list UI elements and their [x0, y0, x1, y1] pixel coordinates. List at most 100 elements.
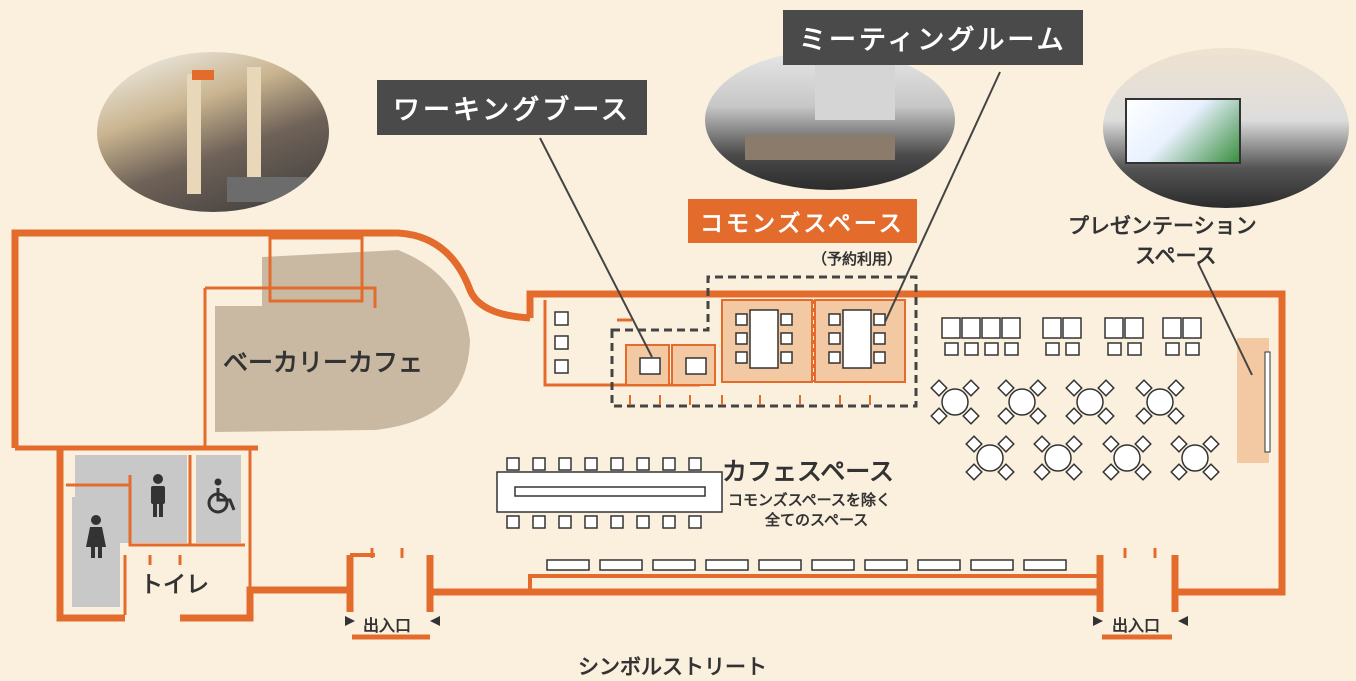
meeting-table	[749, 309, 779, 369]
long-table-chair	[688, 515, 702, 529]
round-table-chair	[962, 407, 980, 425]
long-table-chair	[558, 515, 572, 529]
leader-working-booth	[539, 137, 653, 358]
round-table-chair	[1102, 435, 1120, 453]
round-table-chair	[1135, 407, 1153, 425]
meeting-chair	[828, 332, 841, 345]
counter-seat	[811, 559, 855, 571]
male-toilet-icon	[151, 474, 165, 517]
chair	[1004, 342, 1019, 356]
round-table-chair	[1170, 463, 1188, 481]
chair	[984, 342, 999, 356]
toilet-label: トイレ	[136, 565, 213, 599]
presentation-photo	[1103, 48, 1349, 208]
long-table-chair	[610, 457, 624, 471]
round-table-chair	[1065, 379, 1083, 397]
long-table-chair	[532, 457, 546, 471]
counter-seat	[705, 559, 749, 571]
chair	[1185, 342, 1200, 356]
round-table-chair	[997, 463, 1015, 481]
round-table	[1113, 444, 1141, 472]
toilet-wall	[56, 448, 125, 622]
long-table-chair	[558, 457, 572, 471]
presentation-label-line2: スペース	[1135, 244, 1217, 268]
counter-seat	[1023, 559, 1067, 571]
round-table-chair	[1097, 407, 1115, 425]
commons-space-label: コモンズスペース	[688, 199, 917, 243]
round-table	[1008, 388, 1036, 416]
left-building-wall	[11, 229, 531, 448]
counter-seat	[546, 559, 590, 571]
chair	[964, 342, 979, 356]
presentation-label-line1: プレゼンテーション	[1068, 214, 1257, 238]
round-table	[1076, 388, 1104, 416]
meeting-chair	[780, 332, 793, 345]
table	[1062, 317, 1082, 339]
female-toilet-icon	[86, 515, 106, 558]
street-label: シンボルストリート	[578, 655, 767, 679]
table	[1042, 317, 1062, 339]
leader-meeting-room	[884, 71, 1001, 323]
working-booth-label: ワーキングブース	[377, 80, 647, 135]
round-table-chair	[1102, 463, 1120, 481]
counter-seat	[758, 559, 802, 571]
round-table-chair	[1065, 463, 1083, 481]
long-table-chair	[584, 515, 598, 529]
counter-seat	[970, 559, 1014, 571]
cafe-note-line1: コモンズスペースを除く	[728, 491, 891, 509]
round-table-chair	[930, 407, 948, 425]
round-table-chair	[1065, 407, 1083, 425]
round-table	[941, 388, 969, 416]
long-table-chair	[532, 515, 546, 529]
round-table-chair	[997, 407, 1015, 425]
bakery-inner-box	[268, 236, 364, 303]
round-table-chair	[1097, 379, 1115, 397]
round-table-chair	[1202, 463, 1220, 481]
counter-seat	[599, 559, 643, 571]
commons-boundary	[610, 275, 918, 408]
long-table-chair	[506, 457, 520, 471]
cafe-space-label: カフェスペース	[722, 457, 895, 486]
counter-seat	[652, 559, 696, 571]
bakery-cafe-area	[215, 250, 470, 432]
table	[961, 317, 981, 339]
table	[1001, 317, 1021, 339]
meeting-chair	[828, 313, 841, 326]
meeting-chair	[735, 332, 748, 345]
chair	[1165, 342, 1180, 356]
chair	[944, 342, 959, 356]
long-table-chair	[506, 515, 520, 529]
round-table-chair	[962, 379, 980, 397]
round-table-chair	[1033, 463, 1051, 481]
round-table-chair	[997, 379, 1015, 397]
chair	[1107, 342, 1122, 356]
meeting-chair	[735, 313, 748, 326]
leader-presentation	[1197, 262, 1253, 376]
long-table-chair	[688, 457, 702, 471]
long-table-chair	[636, 457, 650, 471]
counter-seat	[917, 559, 961, 571]
meeting-chair	[828, 351, 841, 364]
cafe-note-line2: 全てのスペース	[765, 511, 869, 529]
round-table-chair	[1167, 407, 1185, 425]
meeting-chair	[873, 351, 886, 364]
round-table	[976, 444, 1004, 472]
meeting-chair	[873, 332, 886, 345]
main-hall-wall	[526, 290, 1286, 596]
round-table-chair	[1170, 435, 1188, 453]
table	[941, 317, 961, 339]
long-table-chair	[662, 515, 676, 529]
long-table-chair	[636, 515, 650, 529]
meeting-chair	[873, 313, 886, 326]
wheelchair-icon	[207, 478, 236, 514]
round-table-chair	[1134, 463, 1152, 481]
bakery-cafe-label: ベーカリーカフェ	[223, 348, 424, 377]
round-table-chair	[1167, 379, 1185, 397]
long-table-chair	[662, 457, 676, 471]
long-table-chair	[584, 457, 598, 471]
entrance-right-label: 出入口	[1112, 616, 1161, 635]
meeting-photo	[705, 50, 955, 190]
presentation-stage	[1237, 338, 1269, 463]
table	[981, 317, 1001, 339]
